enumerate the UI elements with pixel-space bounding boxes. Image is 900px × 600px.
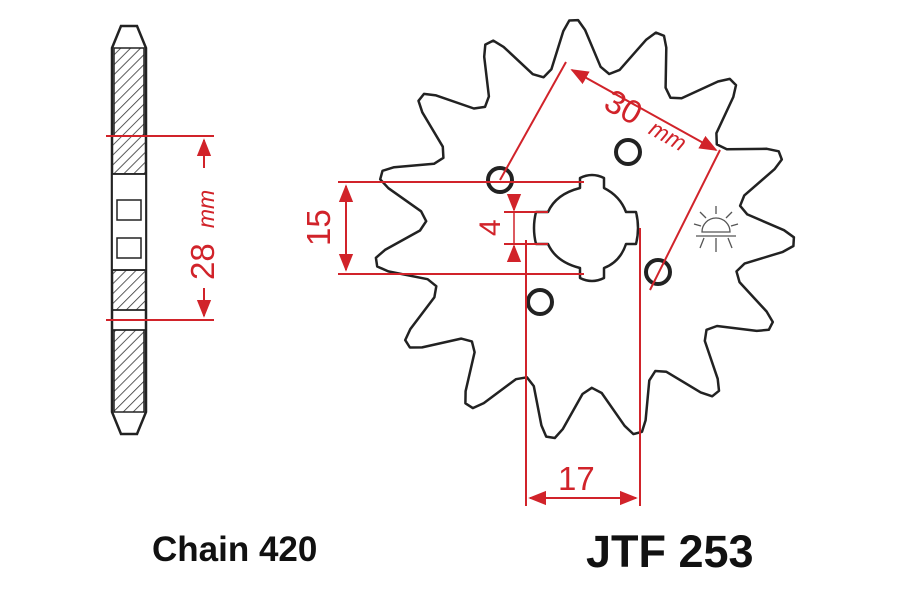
bolt-hole bbox=[526, 288, 554, 316]
bolt-circle-dimension bbox=[499, 61, 721, 291]
chain-size-label: Chain 420 bbox=[152, 530, 318, 569]
sun-logo-icon bbox=[693, 206, 739, 252]
spline-tooth-label: 4 bbox=[474, 219, 507, 236]
part-number-label: JTF 253 bbox=[586, 526, 754, 577]
spline-height-dimension bbox=[338, 181, 584, 275]
hub-width-unit: mm bbox=[193, 190, 219, 228]
spline-width-label: 17 bbox=[558, 460, 595, 497]
hub-width-value: 28 bbox=[184, 243, 221, 280]
spline-height-label: 15 bbox=[300, 209, 337, 246]
spline-bore bbox=[532, 173, 640, 283]
sprocket-side-profile-icon bbox=[110, 24, 148, 436]
svg-text:28 mm: 28 mm bbox=[184, 190, 221, 280]
bolt-hole bbox=[614, 138, 642, 166]
hub-width-dimension: 28 mm bbox=[106, 135, 221, 321]
spline-width-dimension bbox=[525, 228, 641, 506]
